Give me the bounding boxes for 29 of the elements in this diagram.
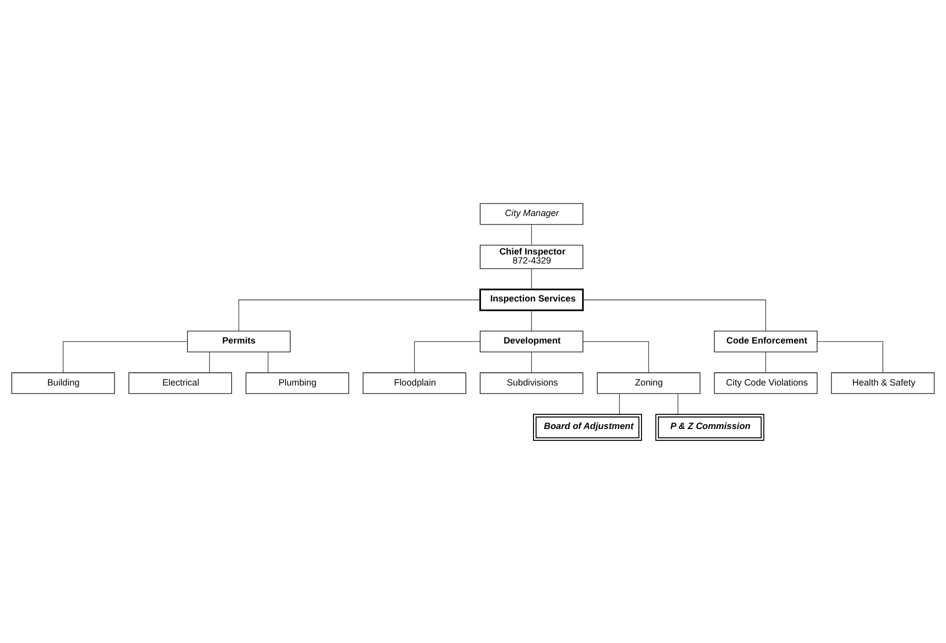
- node-box: City Code Violations: [714, 372, 818, 394]
- node-box: City Manager: [480, 202, 584, 224]
- connector: [209, 351, 210, 372]
- node-box: Zoning: [596, 372, 700, 394]
- node-box: P & Z Commission: [655, 413, 764, 440]
- node-box: Chief Inspector 872-4329: [480, 244, 584, 268]
- node-box: Subdivisions: [480, 372, 584, 394]
- connector: [582, 340, 649, 372]
- node-box: Plumbing: [246, 372, 350, 394]
- connector: [531, 310, 532, 331]
- connector: [238, 299, 480, 331]
- node-box: Electrical: [128, 372, 232, 394]
- node-box: Inspection Services: [479, 288, 584, 311]
- connector: [531, 224, 532, 245]
- node-box: Permits: [187, 330, 291, 352]
- connector: [531, 268, 532, 290]
- connector: [619, 392, 620, 414]
- node-box: Code Enforcement: [714, 330, 818, 352]
- connector: [531, 351, 532, 372]
- node-box: Health & Safety: [831, 372, 935, 394]
- connector: [62, 340, 188, 372]
- connector: [816, 340, 884, 372]
- node-box: Building: [11, 372, 115, 394]
- node-box: Floodplain: [362, 372, 466, 394]
- connector: [582, 299, 766, 331]
- node-box: Board of Adjustment: [533, 413, 642, 440]
- node-box: Development: [480, 330, 584, 352]
- connector: [414, 340, 480, 372]
- connector: [765, 351, 766, 372]
